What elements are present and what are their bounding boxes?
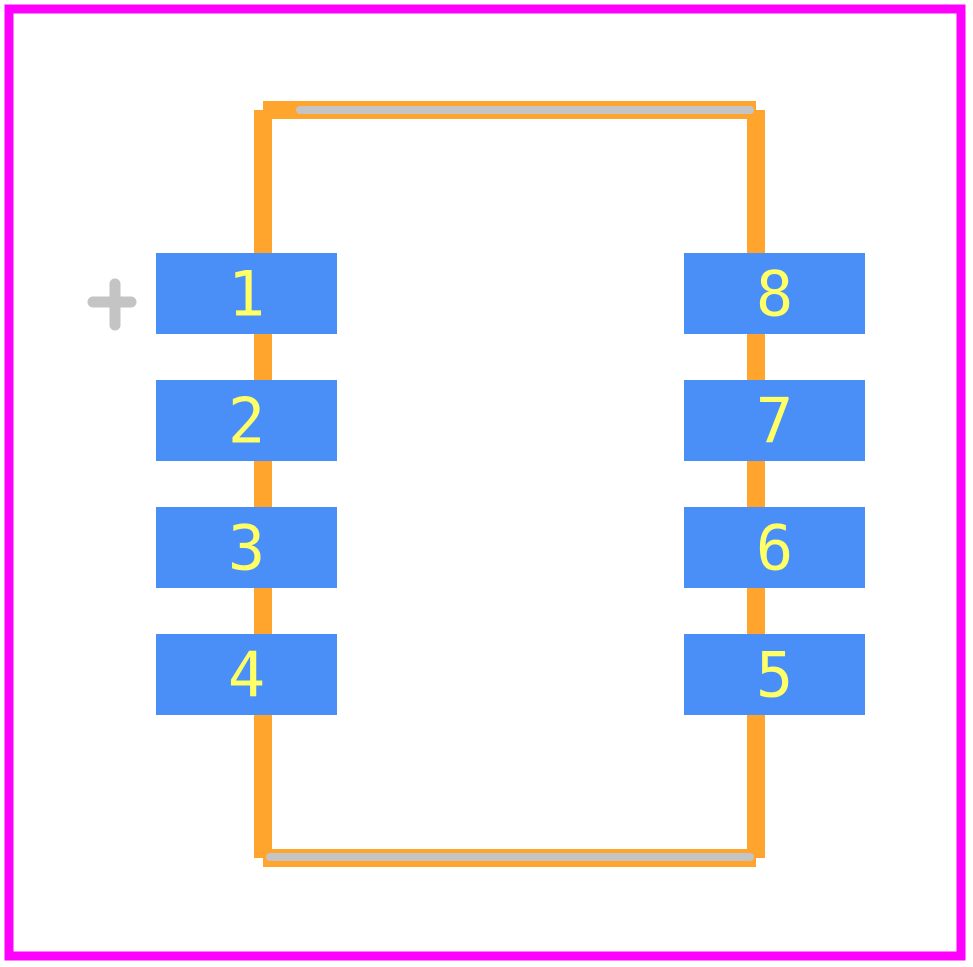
pad-label-3: 3 <box>228 512 265 585</box>
pad-7 <box>684 380 865 461</box>
pad-label-1: 1 <box>228 258 265 331</box>
pad-label-6: 6 <box>756 512 793 585</box>
pad-label-8: 8 <box>756 258 793 331</box>
pad-label-5: 5 <box>756 639 793 712</box>
courtyard-outline <box>4 4 966 961</box>
crosshair-icon <box>87 278 137 331</box>
pad-label-7: 7 <box>756 385 793 458</box>
pad-group: 1 2 3 4 8 7 6 5 <box>156 253 865 715</box>
silkscreen-outline <box>254 101 765 867</box>
pad-5 <box>684 634 865 715</box>
pad-4 <box>156 634 337 715</box>
pad-2 <box>156 380 337 461</box>
pad-label-2: 2 <box>228 385 265 458</box>
pad-8 <box>684 253 865 334</box>
pad-label-4: 4 <box>228 639 265 712</box>
pad-6 <box>684 507 865 588</box>
pad-1 <box>156 253 337 334</box>
fab-lines <box>266 106 754 861</box>
pad-3 <box>156 507 337 588</box>
